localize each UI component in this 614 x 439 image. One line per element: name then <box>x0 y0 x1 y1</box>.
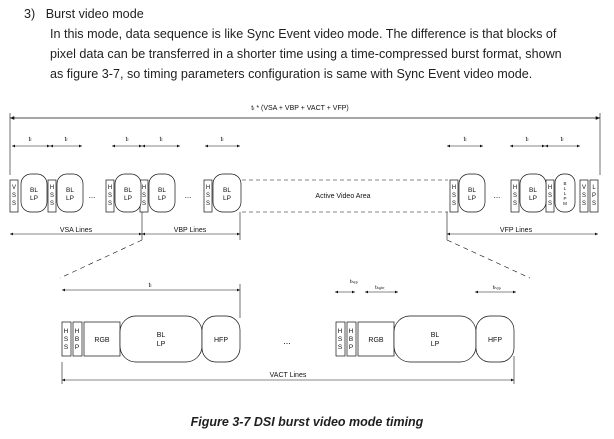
tl-label: tₗ <box>464 136 467 143</box>
svg-text:BL: BL <box>66 187 74 194</box>
hfp-time-label: tₕₒₚ <box>493 285 502 291</box>
svg-text:S: S <box>452 201 456 207</box>
svg-text:S: S <box>592 201 596 207</box>
svg-text:H: H <box>206 185 210 191</box>
svg-text:H: H <box>108 185 112 191</box>
hact-time-label: tₕₐₕₜ <box>375 285 385 291</box>
svg-text:S: S <box>206 201 210 207</box>
svg-text:LP: LP <box>124 195 132 202</box>
svg-text:BL: BL <box>157 332 166 339</box>
hfp-label: HFP <box>488 337 502 344</box>
svg-text:S: S <box>142 201 146 207</box>
tl-label: tₗ <box>221 136 224 143</box>
paragraph-line-1: In this mode, data sequence is like Sync… <box>50 27 557 41</box>
svg-text:S: S <box>582 193 586 199</box>
svg-text:S: S <box>548 193 552 199</box>
svg-text:H: H <box>513 185 517 191</box>
svg-text:LP: LP <box>431 341 440 348</box>
paragraph-line-2: pixel data can be transferred in a short… <box>50 47 562 61</box>
svg-text:LP: LP <box>30 195 38 202</box>
svg-text:S: S <box>108 193 112 199</box>
vact-lines-label: VACT Lines <box>270 372 307 379</box>
svg-text:S: S <box>12 193 16 199</box>
svg-text:B: B <box>75 336 79 343</box>
tl-label: tₗ <box>160 136 163 143</box>
ellipsis: ... <box>185 191 192 200</box>
svg-text:V: V <box>12 185 16 191</box>
svg-text:P: P <box>349 344 353 351</box>
svg-text:M: M <box>563 201 567 206</box>
svg-text:LP: LP <box>66 195 74 202</box>
svg-text:P: P <box>563 196 566 201</box>
svg-text:S: S <box>338 344 343 351</box>
rgb-label: RGB <box>94 337 110 344</box>
burst-video-mode-timing-diagram: tₗ * (VSA + VBP + VACT + VFP) tₗ tₗ tₗ t… <box>9 105 601 384</box>
ellipsis: ... <box>89 191 96 200</box>
svg-text:S: S <box>142 193 146 199</box>
svg-text:S: S <box>12 201 16 207</box>
svg-text:L: L <box>564 191 567 196</box>
svg-text:H: H <box>548 185 552 191</box>
svg-text:L: L <box>592 185 596 191</box>
svg-text:tₗ: tₗ <box>149 282 152 289</box>
svg-text:S: S <box>513 201 517 207</box>
svg-text:LP: LP <box>157 341 166 348</box>
svg-text:S: S <box>338 336 343 343</box>
svg-text:S: S <box>50 193 54 199</box>
hfp-label: HFP <box>214 337 228 344</box>
svg-text:BL: BL <box>223 187 231 194</box>
svg-text:S: S <box>452 193 456 199</box>
svg-text:H: H <box>338 328 343 335</box>
vfp-lines-label: VFP Lines <box>500 227 533 234</box>
total-time-label: tₗ * (VSA + VBP + VACT + VFP) <box>251 105 348 112</box>
tl-label: tₗ <box>126 136 129 143</box>
svg-text:BL: BL <box>431 332 440 339</box>
tl-label: tₗ <box>561 136 564 143</box>
svg-text:P: P <box>592 193 596 199</box>
svg-text:S: S <box>548 201 552 207</box>
rgb-label: RGB <box>368 337 384 344</box>
svg-text:LP: LP <box>223 195 231 202</box>
svg-text:S: S <box>64 344 69 351</box>
svg-text:P: P <box>75 344 79 351</box>
svg-text:BL: BL <box>158 187 166 194</box>
svg-text:S: S <box>50 201 54 207</box>
vbp-lines-label: VBP Lines <box>174 227 207 234</box>
svg-text:H: H <box>142 185 146 191</box>
svg-text:S: S <box>582 201 586 207</box>
svg-text:S: S <box>108 201 112 207</box>
vsa-lines-label: VSA Lines <box>60 227 93 234</box>
section-heading: 3) Burst video mode <box>24 7 144 21</box>
figure-caption: Figure 3-7 DSI burst video mode timing <box>190 415 424 429</box>
active-video-area-label: Active Video Area <box>315 193 370 200</box>
svg-text:S: S <box>513 193 517 199</box>
paragraph-line-3: as figure 3-7, so timing parameters conf… <box>50 67 533 81</box>
svg-text:H: H <box>75 328 80 335</box>
svg-text:B: B <box>563 181 566 186</box>
svg-text:L: L <box>564 186 567 191</box>
svg-text:LP: LP <box>529 195 537 202</box>
svg-text:BL: BL <box>468 187 476 194</box>
top-packet-row <box>9 173 599 213</box>
tl-label: tₗ <box>526 136 529 143</box>
svg-text:H: H <box>452 185 456 191</box>
svg-text:BL: BL <box>124 187 132 194</box>
tl-label: tₗ <box>29 136 32 143</box>
svg-text:LP: LP <box>468 195 476 202</box>
svg-text:H: H <box>50 185 54 191</box>
ellipsis: ... <box>283 336 291 346</box>
svg-text:S: S <box>206 193 210 199</box>
svg-text:H: H <box>64 328 69 335</box>
tl-label: tₗ <box>65 136 68 143</box>
svg-text:LP: LP <box>158 195 166 202</box>
svg-text:BL: BL <box>30 187 38 194</box>
svg-text:V: V <box>582 185 586 191</box>
ellipsis: ... <box>494 191 501 200</box>
svg-text:B: B <box>349 336 353 343</box>
svg-text:S: S <box>64 336 69 343</box>
hbp-time-label: tₕₑₚ <box>350 279 359 285</box>
svg-text:H: H <box>349 328 354 335</box>
svg-text:BL: BL <box>529 187 537 194</box>
